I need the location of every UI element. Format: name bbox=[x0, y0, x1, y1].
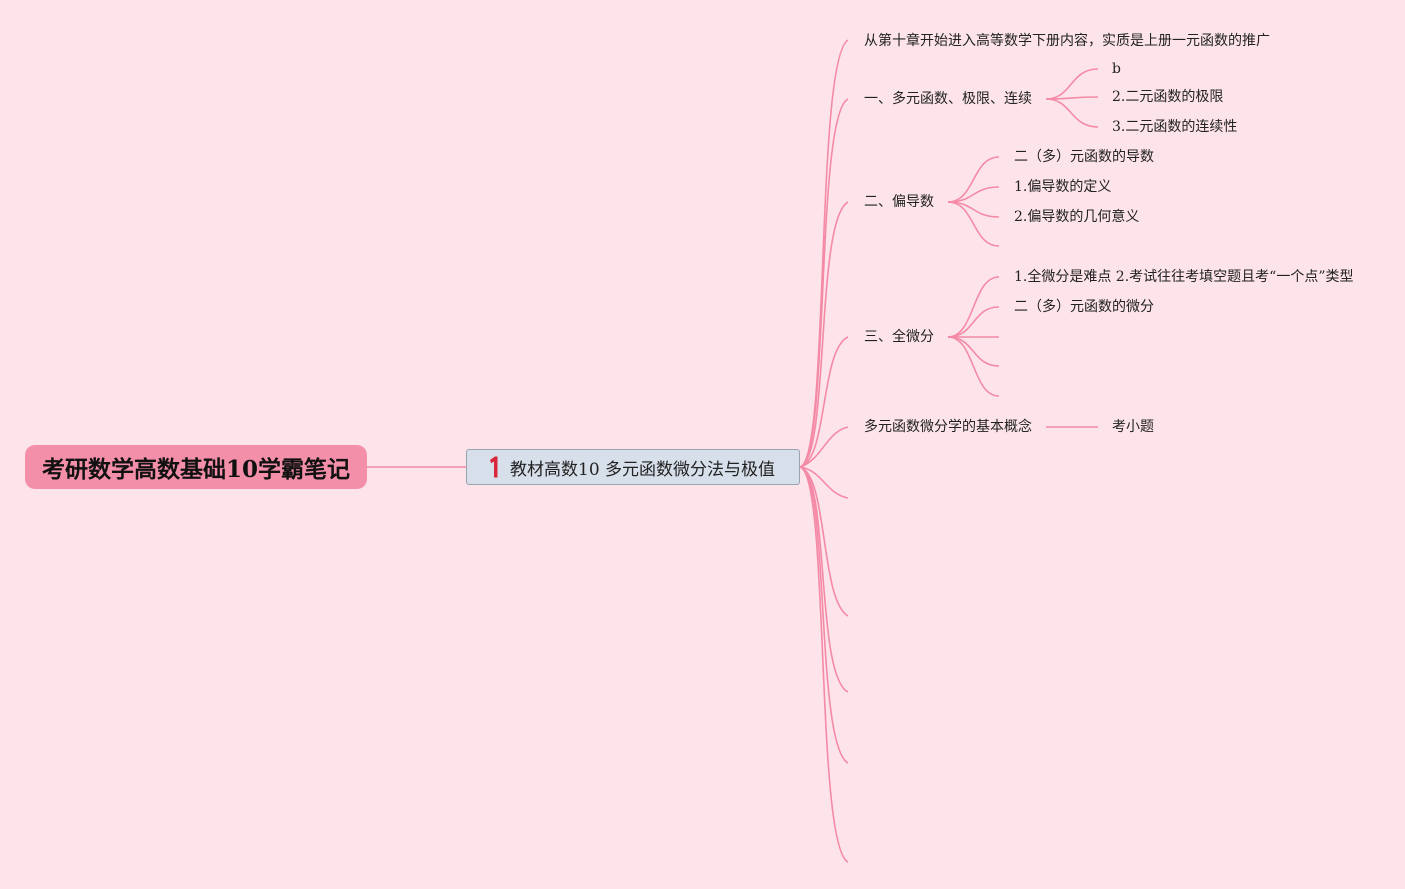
root-topic[interactable]: 考研数学高数基础10学霸笔记 bbox=[25, 445, 367, 489]
main-topic-label: 教材高数10 多元函数微分法与极值 bbox=[510, 459, 776, 480]
link-main-empty-3 bbox=[799, 466, 849, 693]
topic-sec1-child-3[interactable]: 3.二元函数的连续性 bbox=[1112, 119, 1238, 135]
topic-sec3-child-1[interactable]: 1.全微分是难点 2.考试往往考填空题且考“一个点”类型 bbox=[1014, 269, 1354, 285]
topic-sec1-child-1[interactable]: b bbox=[1112, 61, 1121, 77]
main-topic[interactable]: 教材高数10 多元函数微分法与极值 bbox=[466, 449, 800, 485]
link-sec2-c1 bbox=[947, 156, 1000, 203]
topic-sec2[interactable]: 二、偏导数 bbox=[864, 194, 934, 210]
topic-sec3[interactable]: 三、全微分 bbox=[864, 329, 934, 345]
link-main-empty-1 bbox=[799, 466, 849, 499]
topic-sec4-child-1[interactable]: 考小题 bbox=[1112, 419, 1154, 435]
link-main-empty-4 bbox=[799, 466, 849, 764]
link-sec3-c2 bbox=[947, 306, 1000, 338]
link-main-sec1 bbox=[799, 98, 849, 468]
topic-sec1-child-2[interactable]: 2.二元函数的极限 bbox=[1112, 89, 1224, 105]
topic-sec1[interactable]: 一、多元函数、极限、连续 bbox=[864, 91, 1032, 107]
link-sec3-c1 bbox=[947, 276, 1000, 338]
link-sec1-c1 bbox=[1045, 68, 1099, 100]
link-main-sec2 bbox=[799, 201, 849, 468]
link-sec3-c4 bbox=[947, 336, 1000, 367]
priority-1-icon bbox=[490, 456, 498, 478]
link-main-sec4 bbox=[799, 426, 849, 468]
topic-intro[interactable]: 从第十章开始进入高等数学下册内容，实质是上册一元函数的推广 bbox=[864, 33, 1270, 49]
link-sec2-c4 bbox=[947, 201, 1000, 247]
link-main-sec3 bbox=[799, 336, 849, 468]
topic-sec2-child-3[interactable]: 2.偏导数的几何意义 bbox=[1014, 209, 1140, 225]
root-topic-label: 考研数学高数基础10学霸笔记 bbox=[41, 456, 350, 483]
topic-sec2-child-1[interactable]: 二（多）元函数的导数 bbox=[1014, 149, 1154, 165]
topic-sec4[interactable]: 多元函数微分学的基本概念 bbox=[864, 419, 1032, 435]
link-main-empty-5 bbox=[799, 466, 849, 863]
topic-sec2-child-2[interactable]: 1.偏导数的定义 bbox=[1014, 179, 1112, 195]
topic-sec3-child-2[interactable]: 二（多）元函数的微分 bbox=[1014, 299, 1154, 315]
link-sec1-c3 bbox=[1045, 98, 1099, 128]
link-sec3-c5 bbox=[947, 336, 1000, 397]
